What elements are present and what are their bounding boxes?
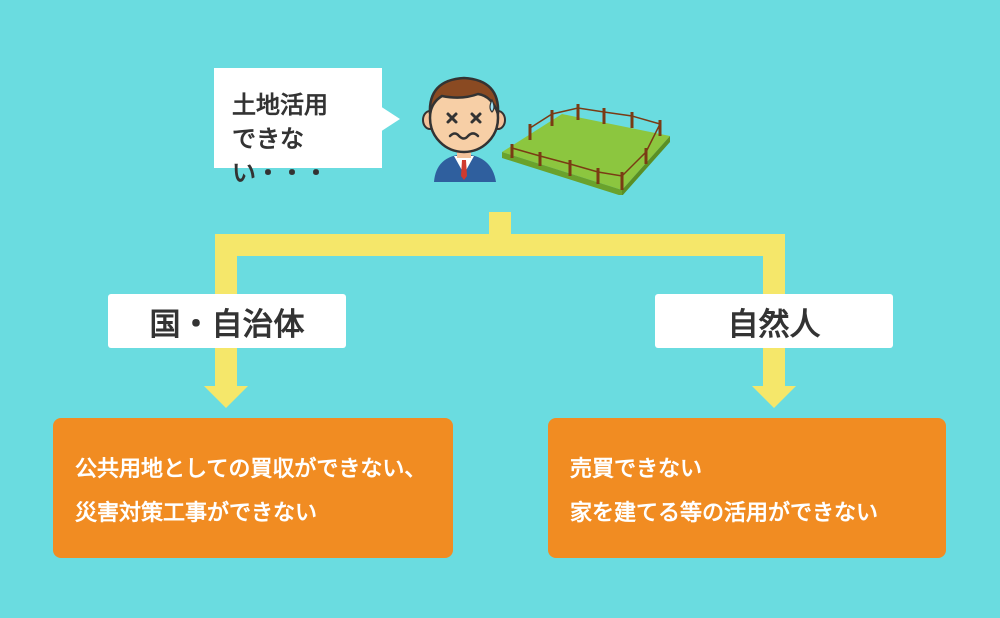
connector-right-arrow-shaft — [763, 346, 785, 386]
connector-horizontal — [215, 234, 785, 256]
fenced-land-icon — [502, 104, 670, 195]
connector-right-drop — [763, 234, 785, 296]
speech-bubble-text: 土地活用 できない・・・ — [232, 91, 328, 187]
branch-label-government: 国・自治体 — [108, 294, 346, 348]
branch-label-individual: 自然人 — [655, 294, 893, 348]
speech-bubble-tail — [380, 106, 400, 132]
speech-bubble — [214, 68, 382, 168]
result-box-government: 公共用地としての買収ができない、災害対策工事ができない — [53, 418, 453, 558]
connector-left-arrow-shaft — [215, 346, 237, 386]
connector-left-drop — [215, 234, 237, 296]
result-box-individual: 売買できない 家を建てる等の活用ができない — [548, 418, 946, 558]
right-arrowhead — [752, 386, 796, 408]
left-arrowhead — [204, 386, 248, 408]
person-confused-icon — [422, 76, 506, 182]
